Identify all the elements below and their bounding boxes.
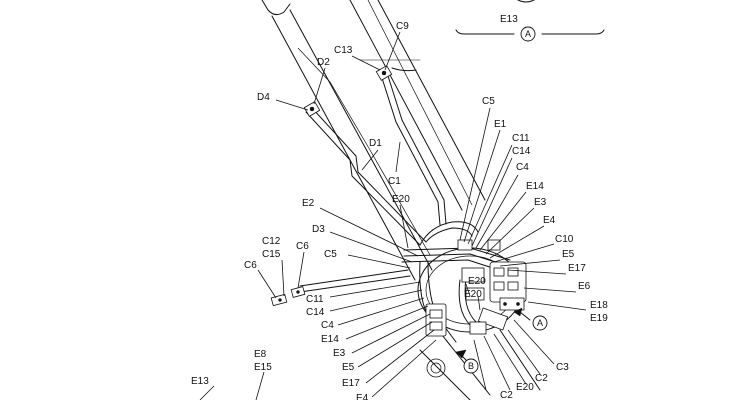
- svg-text:A: A: [525, 29, 531, 39]
- label-e14-left: E14: [321, 334, 339, 345]
- label-e1: E1: [494, 119, 507, 130]
- label-e20-a: E20: [468, 276, 486, 287]
- ref-a-section: A: [520, 26, 536, 42]
- label-c4-left: C4: [321, 320, 334, 331]
- label-c6-a: C6: [244, 260, 257, 271]
- label-e17-left: E17: [342, 378, 360, 389]
- label-e15: E15: [254, 362, 272, 373]
- label-e17-right: E17: [568, 263, 586, 274]
- part-labels: E13 C9 C13 D2 D4 C5 E1 C11 C14 D1 C4 C1 …: [191, 14, 608, 400]
- clamp-d2: [303, 101, 321, 117]
- label-e6: E6: [578, 281, 591, 292]
- label-d2: D2: [317, 57, 330, 68]
- ref-b-view: B: [463, 358, 479, 374]
- label-c10: C10: [555, 234, 574, 245]
- label-c5-top: C5: [482, 96, 495, 107]
- label-e20-b: E20: [464, 289, 482, 300]
- label-e14-right: E14: [526, 181, 544, 192]
- label-c5-left: C5: [324, 249, 337, 260]
- label-e20-bottom: E20: [516, 382, 534, 393]
- svg-text:A: A: [537, 318, 543, 328]
- label-e3-left: E3: [333, 348, 346, 359]
- label-c3: C3: [556, 362, 569, 373]
- label-e2: E2: [302, 198, 315, 209]
- label-c6-b: C6: [296, 241, 309, 252]
- label-c15: C15: [262, 249, 281, 260]
- label-c12: C12: [262, 236, 281, 247]
- label-c13-top: C13: [334, 45, 353, 56]
- label-c2-b: C2: [500, 390, 513, 400]
- label-e5-left: E5: [342, 362, 355, 373]
- label-e4-right: E4: [543, 215, 556, 226]
- clamp-c9: [375, 65, 393, 81]
- label-e18: E18: [590, 300, 608, 311]
- label-c1: C1: [388, 176, 401, 187]
- valve-block: [417, 239, 541, 400]
- label-c14-right: C14: [512, 146, 531, 157]
- label-c2-a: C2: [535, 373, 548, 384]
- label-e13-top: E13: [500, 14, 518, 25]
- ref-a-view: A: [532, 315, 548, 331]
- hydraulic-pipes: [299, 75, 511, 346]
- left-fittings: [270, 286, 306, 307]
- label-e4-left: E4: [356, 393, 369, 400]
- section-a-bracket: [455, 0, 605, 35]
- label-c11-right: C11: [512, 133, 530, 144]
- label-e20-mid: E20: [392, 194, 410, 205]
- label-e8: E8: [254, 349, 267, 360]
- label-c9: C9: [396, 21, 409, 32]
- label-c11-left: C11: [306, 294, 324, 305]
- label-d4: D4: [257, 92, 270, 103]
- label-d1: D1: [369, 138, 382, 149]
- boom-cylinder: [261, 0, 486, 281]
- arrow-a: [513, 307, 531, 321]
- svg-text:B: B: [468, 361, 474, 371]
- label-e5-right: E5: [562, 249, 575, 260]
- label-e13-bottom: E13: [191, 376, 209, 387]
- label-c14-left: C14: [306, 307, 325, 318]
- label-c4-right: C4: [516, 162, 529, 173]
- label-e19: E19: [590, 313, 608, 324]
- label-d3: D3: [312, 224, 325, 235]
- label-e3-right: E3: [534, 197, 547, 208]
- leader-lines: [199, 31, 587, 400]
